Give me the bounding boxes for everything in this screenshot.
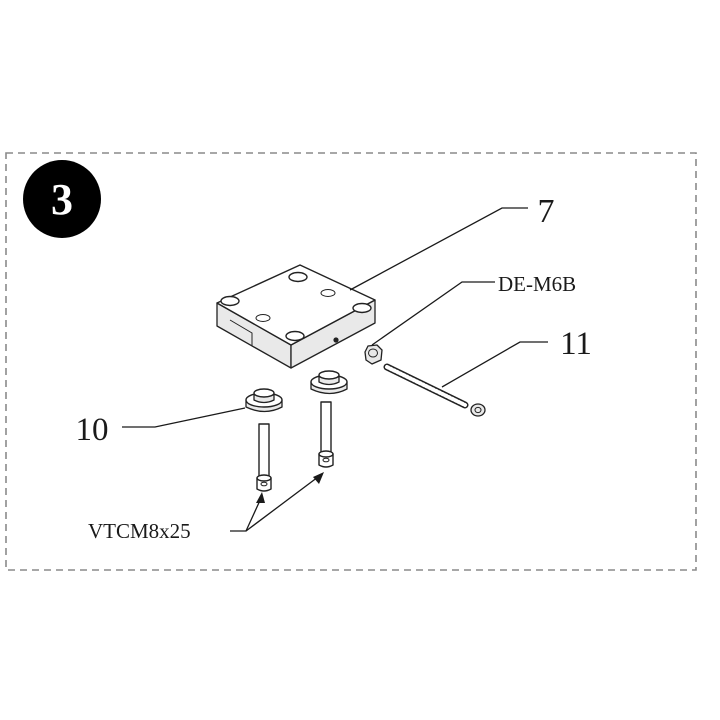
leader-part-7 (349, 207, 528, 291)
step-badge: 3 (23, 160, 101, 238)
nut-de-m6b (364, 344, 383, 365)
rod-end-nut (470, 403, 486, 417)
leader-de-m6b (371, 281, 495, 346)
label-part-11: 11 (560, 326, 592, 362)
bolt-vtcm-right (318, 401, 334, 468)
step-number: 3 (51, 175, 73, 224)
label-part-7: 7 (538, 193, 555, 230)
label-de-m6b: DE-M6B (498, 272, 576, 296)
leader-part-10 (122, 407, 246, 428)
leader-arrow-left (256, 492, 265, 503)
label-part-10: 10 (76, 412, 109, 448)
label-vtcm8x25: VTCM8x25 (88, 519, 191, 543)
dashed-frame (5, 152, 697, 571)
part-10-spacer-left (245, 388, 283, 413)
part-10-spacer-right (310, 370, 348, 395)
part-7-block (216, 264, 376, 369)
leader-arrow-right (313, 472, 324, 484)
part-11-threaded-rod (383, 363, 469, 409)
bolt-vtcm-left (256, 423, 272, 492)
leader-part-11 (441, 341, 548, 388)
leader-vtcm-right (245, 473, 323, 532)
